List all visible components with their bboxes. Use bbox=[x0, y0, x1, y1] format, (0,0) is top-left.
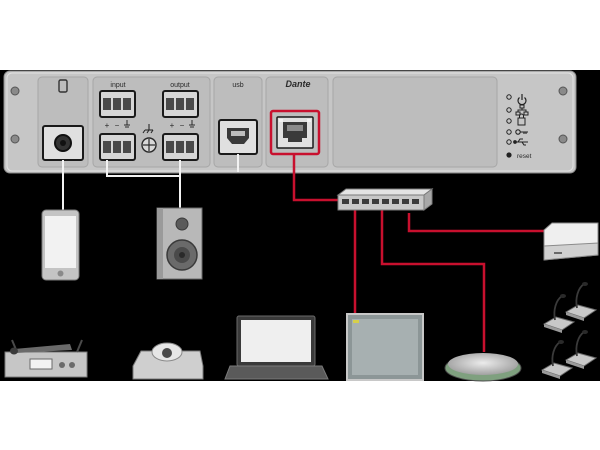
gooseneck-microphone-icon bbox=[542, 294, 576, 333]
status-indicator-section: reset bbox=[502, 77, 544, 167]
ceiling-speaker-panel-icon bbox=[346, 313, 424, 381]
smartphone-icon bbox=[41, 209, 80, 281]
dante-logo: Dante bbox=[285, 79, 310, 89]
status-led bbox=[506, 94, 512, 100]
reset-button[interactable] bbox=[506, 152, 512, 158]
rear-panel: input output + − + − bbox=[3, 70, 577, 174]
gooseneck-microphone-icon bbox=[540, 340, 574, 379]
output-label: output bbox=[170, 82, 190, 89]
mounting-screw-icon bbox=[558, 134, 568, 144]
usb-icon bbox=[513, 138, 528, 146]
input-label: input bbox=[110, 82, 125, 89]
minus-mark: − bbox=[115, 121, 120, 130]
status-led bbox=[506, 129, 512, 135]
network-icon bbox=[515, 104, 529, 116]
minus-mark: − bbox=[180, 121, 185, 130]
network-switch-icon bbox=[336, 188, 434, 211]
wireless-microphone-receiver-icon bbox=[4, 339, 88, 378]
analog-io-section: input output + − + − bbox=[99, 82, 199, 161]
gooseneck-microphone-icon bbox=[564, 330, 598, 369]
key-icon bbox=[515, 129, 528, 135]
dante-section: Dante bbox=[269, 79, 321, 156]
speakerphone-icon bbox=[444, 353, 522, 382]
reset-label: reset bbox=[517, 153, 532, 160]
camera-icon bbox=[132, 342, 204, 380]
dante-network-cables bbox=[292, 154, 544, 352]
phone-icon bbox=[58, 79, 68, 93]
status-led bbox=[506, 139, 512, 145]
ground-icon bbox=[124, 120, 130, 128]
status-led bbox=[506, 118, 512, 124]
laptop-icon bbox=[224, 315, 329, 380]
loudspeaker-icon bbox=[156, 207, 203, 280]
status-led bbox=[506, 107, 512, 113]
mounting-screw-icon bbox=[558, 86, 568, 96]
analog-cables bbox=[62, 154, 239, 210]
media-box-icon bbox=[543, 222, 599, 261]
ground-screw-icon bbox=[141, 137, 157, 153]
usb-label: usb bbox=[232, 82, 243, 89]
mounting-screw-icon bbox=[10, 86, 20, 96]
plus-mark: + bbox=[170, 121, 175, 130]
ground-icon bbox=[189, 120, 195, 128]
gooseneck-microphone-icon bbox=[564, 282, 598, 321]
mounting-screw-icon bbox=[10, 134, 20, 144]
phone-jack-section bbox=[42, 79, 84, 161]
chassis-ground-icon bbox=[142, 124, 154, 134]
device-lock-icon bbox=[517, 113, 526, 126]
plus-mark: + bbox=[105, 121, 110, 130]
